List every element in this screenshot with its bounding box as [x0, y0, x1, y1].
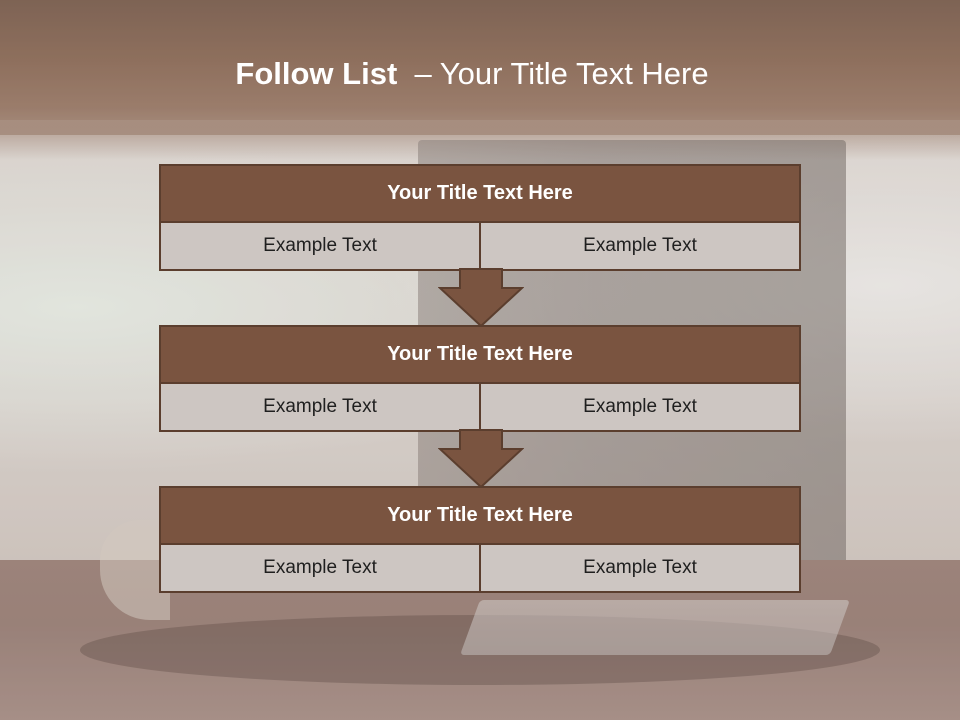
down-arrow-icon [438, 429, 524, 489]
list-block-1: Your Title Text Here Example Text Exampl… [159, 164, 801, 271]
list-block-title: Your Title Text Here [161, 166, 799, 223]
background-top-band [0, 0, 960, 135]
list-block-row: Example Text Example Text [161, 223, 799, 269]
list-block-cell-right: Example Text [479, 545, 799, 591]
list-block-cell-right: Example Text [479, 384, 799, 430]
list-block-title: Your Title Text Here [161, 327, 799, 384]
list-block-row: Example Text Example Text [161, 545, 799, 591]
list-block-cell-right: Example Text [479, 223, 799, 269]
list-block-cell-left: Example Text [161, 223, 479, 269]
list-block-row: Example Text Example Text [161, 384, 799, 430]
list-block-cell-left: Example Text [161, 545, 479, 591]
down-arrow-icon [438, 268, 524, 328]
list-block-3: Your Title Text Here Example Text Exampl… [159, 486, 801, 593]
slide-title-main: Follow List [235, 56, 398, 91]
slide-title-rest: – Your Title Text Here [414, 56, 709, 91]
slide-title: Follow List – Your Title Text Here [0, 54, 944, 94]
list-block-2: Your Title Text Here Example Text Exampl… [159, 325, 801, 432]
list-block-cell-left: Example Text [161, 384, 479, 430]
list-block-title: Your Title Text Here [161, 488, 799, 545]
